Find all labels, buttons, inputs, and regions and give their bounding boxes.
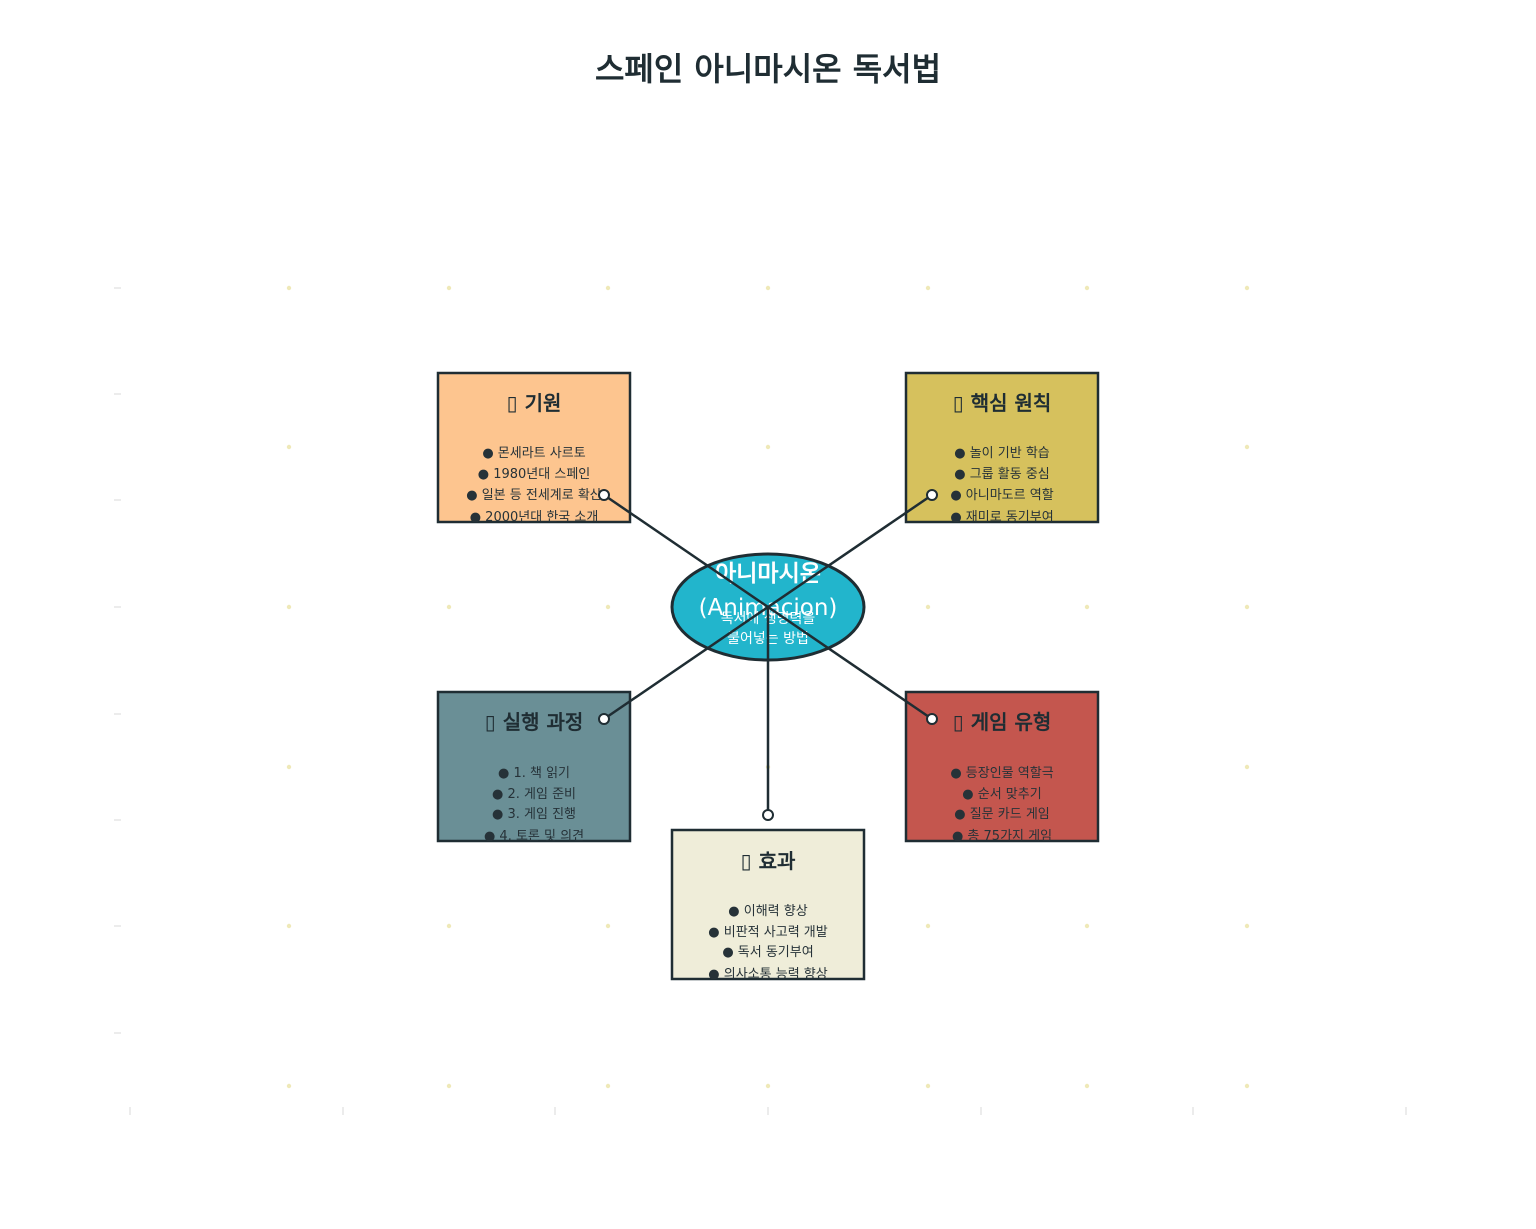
background-dot <box>286 285 292 291</box>
node-games-item: ● 순서 맞추기 <box>962 787 1041 802</box>
connector-end-principles <box>926 489 938 501</box>
background-dot <box>446 1083 452 1089</box>
node-process-title: 실행 과정 <box>503 710 584 734</box>
node-games-box <box>904 690 1100 843</box>
background-dot <box>1244 923 1250 929</box>
background-dot <box>925 1083 931 1089</box>
background-dot <box>765 285 771 291</box>
node-games-title: 게임 유형 <box>971 710 1052 734</box>
background-dot <box>765 1083 771 1089</box>
background-dot <box>446 923 452 929</box>
node-principles-title: 핵심 원칙 <box>971 391 1052 415</box>
node-principles-heading: ▯ 핵심 원칙 <box>953 391 1052 415</box>
connector-end-origin <box>598 489 610 501</box>
node-principles-item: ● 놀이 기반 학습 <box>954 446 1050 461</box>
node-games-heading: ▯ 게임 유형 <box>953 710 1052 734</box>
background-dot <box>765 444 771 450</box>
node-effects-box <box>670 828 866 981</box>
steps-icon: ▯ <box>485 710 503 734</box>
diagram-title: 스페인 아니마시온 독서법 <box>595 50 941 88</box>
background-dot <box>1244 764 1250 770</box>
connector-end-process <box>598 713 610 725</box>
background-dot <box>925 285 931 291</box>
node-origin-box <box>436 371 632 524</box>
node-effects-title: 효과 <box>759 849 796 873</box>
node-origin-title: 기원 <box>525 391 562 415</box>
background-dot <box>1084 604 1090 610</box>
node-process-item: ● 3. 게임 진행 <box>492 806 576 822</box>
background-dot <box>1244 604 1250 610</box>
node-principles-item: ● 재미로 동기부여 <box>950 510 1053 525</box>
node-effects-item: ● 의사소통 능력 향상 <box>708 967 827 982</box>
background-axis-ticks <box>114 287 1407 1115</box>
background-dot <box>1084 923 1090 929</box>
background-dot <box>286 604 292 610</box>
background-dot <box>605 604 611 610</box>
node-process: ▯ 실행 과정 ● 1. 책 읽기 ● 2. 게임 준비 ● 3. 게임 진행 … <box>436 690 632 844</box>
background-dot <box>1244 285 1250 291</box>
node-principles-item: ● 아니마도르 역할 <box>950 488 1053 503</box>
background-dot <box>925 604 931 610</box>
sparkle-icon: ▯ <box>741 849 759 873</box>
background-dot <box>605 285 611 291</box>
node-origin-item: ● 1980년대 스페인 <box>478 467 591 482</box>
node-effects-item: ● 독서 동기부여 <box>722 945 813 960</box>
node-games-item: ● 등장인물 역할극 <box>950 766 1053 781</box>
background-dot <box>925 923 931 929</box>
background-dot <box>286 923 292 929</box>
node-effects-heading: ▯ 효과 <box>741 849 796 873</box>
game-icon: ▯ <box>953 710 971 734</box>
node-process-item: ● 4. 토론 및 의견 <box>484 829 584 844</box>
connector-end-effects <box>762 809 774 821</box>
node-effects-item: ● 비판적 사고력 개발 <box>708 925 827 940</box>
node-origin-heading: ▯ 기원 <box>507 391 562 415</box>
node-origin: ▯ 기원 ● 몬세라트 사르토 ● 1980년대 스페인 ● 일본 등 전세계로… <box>436 371 632 525</box>
background-dot <box>1244 444 1250 450</box>
node-games-item: ● 질문 카드 게임 <box>954 807 1050 822</box>
connector-end-games <box>926 713 938 725</box>
node-principles-item: ● 그룹 활동 중심 <box>954 467 1050 482</box>
background-dot <box>286 764 292 770</box>
background-dot <box>286 444 292 450</box>
book-icon: ▯ <box>507 391 525 415</box>
node-process-item: ● 2. 게임 준비 <box>492 787 576 802</box>
background-dot <box>1244 1083 1250 1089</box>
background-dot <box>1084 285 1090 291</box>
node-games: ▯ 게임 유형 ● 등장인물 역할극 ● 순서 맞추기 ● 질문 카드 게임 ●… <box>904 690 1100 844</box>
node-principles-box <box>904 371 1100 524</box>
background-dot <box>1084 1083 1090 1089</box>
background-dot <box>605 1083 611 1089</box>
node-effects: ▯ 효과 ● 이해력 향상 ● 비판적 사고력 개발 ● 독서 동기부여 ● 의… <box>670 828 866 982</box>
node-origin-item: ● 일본 등 전세계로 확산 <box>466 488 602 503</box>
connector-lines <box>598 489 938 821</box>
node-origin-item: ● 2000년대 한국 소개 <box>470 510 599 525</box>
target-icon: ▯ <box>953 391 971 415</box>
node-process-heading: ▯ 실행 과정 <box>485 710 584 734</box>
background-dot <box>446 604 452 610</box>
node-process-item: ● 1. 책 읽기 <box>498 766 570 781</box>
node-origin-item: ● 몬세라트 사르토 <box>482 446 585 461</box>
node-effects-item: ● 이해력 향상 <box>728 904 807 919</box>
node-games-item: ● 총 75가지 게임 <box>952 829 1052 844</box>
node-process-box <box>436 690 632 843</box>
node-principles: ▯ 핵심 원칙 ● 놀이 기반 학습 ● 그룹 활동 중심 ● 아니마도르 역할… <box>904 371 1100 525</box>
background-dot <box>605 923 611 929</box>
background-dot <box>446 285 452 291</box>
background-dot <box>286 1083 292 1089</box>
